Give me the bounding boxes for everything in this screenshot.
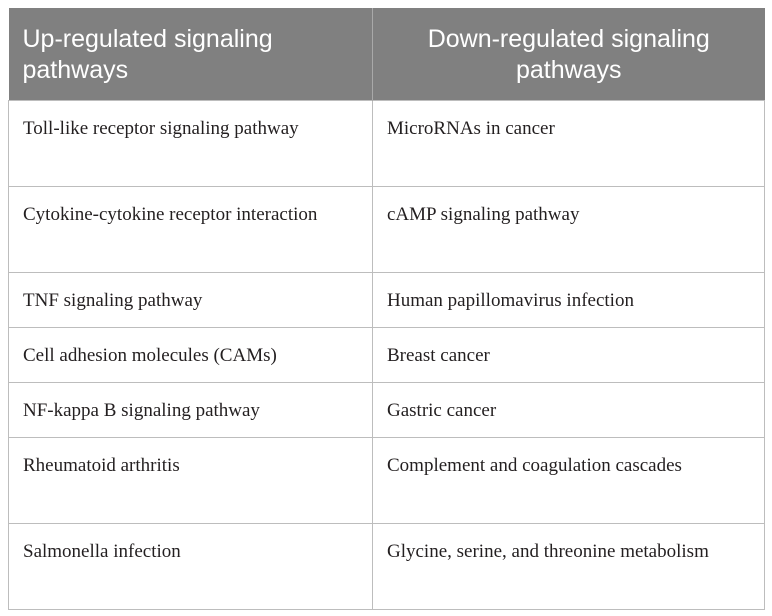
cell-down-regulated: cAMP signaling pathway (372, 185, 765, 273)
cell-up-regulated: Cell adhesion molecules (CAMs) (8, 326, 373, 383)
pathways-table: Up-regulated signaling pathways Down-reg… (8, 8, 765, 610)
table-row: NF-kappa B signaling pathway Gastric can… (8, 381, 765, 438)
cell-down-regulated: Complement and coagulation cascades (372, 436, 765, 524)
table-row: TNF signaling pathway Human papillomavir… (8, 271, 765, 328)
cell-down-regulated: Glycine, serine, and threonine metabolis… (372, 522, 765, 610)
cell-down-regulated: Breast cancer (372, 326, 765, 383)
cell-up-regulated: Toll-like receptor signaling pathway (8, 99, 373, 187)
table-row: Toll-like receptor signaling pathway Mic… (8, 99, 765, 187)
table-row: Cytokine-cytokine receptor interaction c… (8, 185, 765, 273)
header-row: Up-regulated signaling pathways Down-reg… (8, 8, 765, 100)
cell-up-regulated: Salmonella infection (8, 522, 373, 610)
table-row: Rheumatoid arthritis Complement and coag… (8, 436, 765, 524)
header-up-regulated: Up-regulated signaling pathways (8, 8, 373, 100)
table-row: Cell adhesion molecules (CAMs) Breast ca… (8, 326, 765, 383)
cell-down-regulated: MicroRNAs in cancer (372, 99, 765, 187)
cell-down-regulated: Gastric cancer (372, 381, 765, 438)
cell-up-regulated: NF-kappa B signaling pathway (8, 381, 373, 438)
header-down-regulated: Down-regulated signaling pathways (372, 8, 765, 100)
table-header: Up-regulated signaling pathways Down-reg… (8, 8, 765, 100)
cell-up-regulated: TNF signaling pathway (8, 271, 373, 328)
table-body: Toll-like receptor signaling pathway Mic… (8, 99, 765, 610)
cell-up-regulated: Rheumatoid arthritis (8, 436, 373, 524)
table-row: Salmonella infection Glycine, serine, an… (8, 522, 765, 610)
cell-up-regulated: Cytokine-cytokine receptor interaction (8, 185, 373, 273)
pathways-table-container: Up-regulated signaling pathways Down-reg… (8, 8, 765, 610)
cell-down-regulated: Human papillomavirus infection (372, 271, 765, 328)
